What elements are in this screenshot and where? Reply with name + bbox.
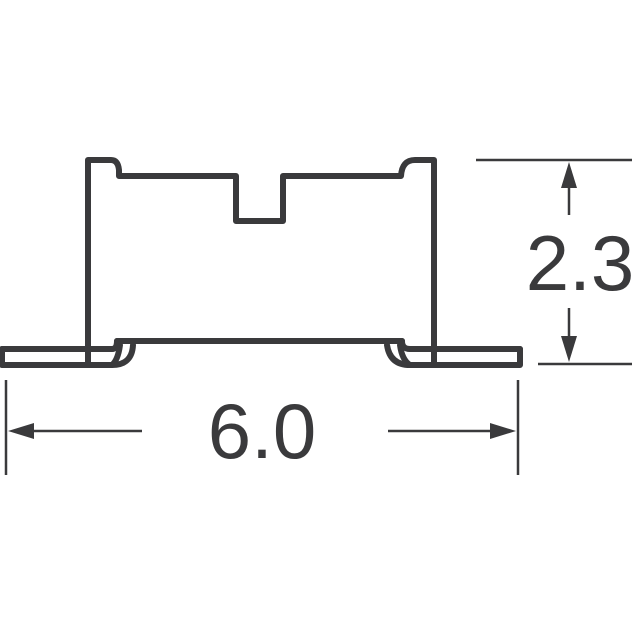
left-lead <box>0 338 136 368</box>
arrow-down-icon <box>561 336 577 362</box>
width-dimension: 6.0 <box>4 380 520 475</box>
arrow-up-icon <box>561 162 577 188</box>
component-body-outline <box>85 157 437 367</box>
right-lead <box>384 338 523 368</box>
height-dimension: 2.3 <box>476 158 634 366</box>
arrow-left-icon <box>8 423 34 439</box>
height-label: 2.3 <box>526 219 634 307</box>
width-label: 6.0 <box>208 387 316 475</box>
arrow-right-icon <box>490 423 516 439</box>
